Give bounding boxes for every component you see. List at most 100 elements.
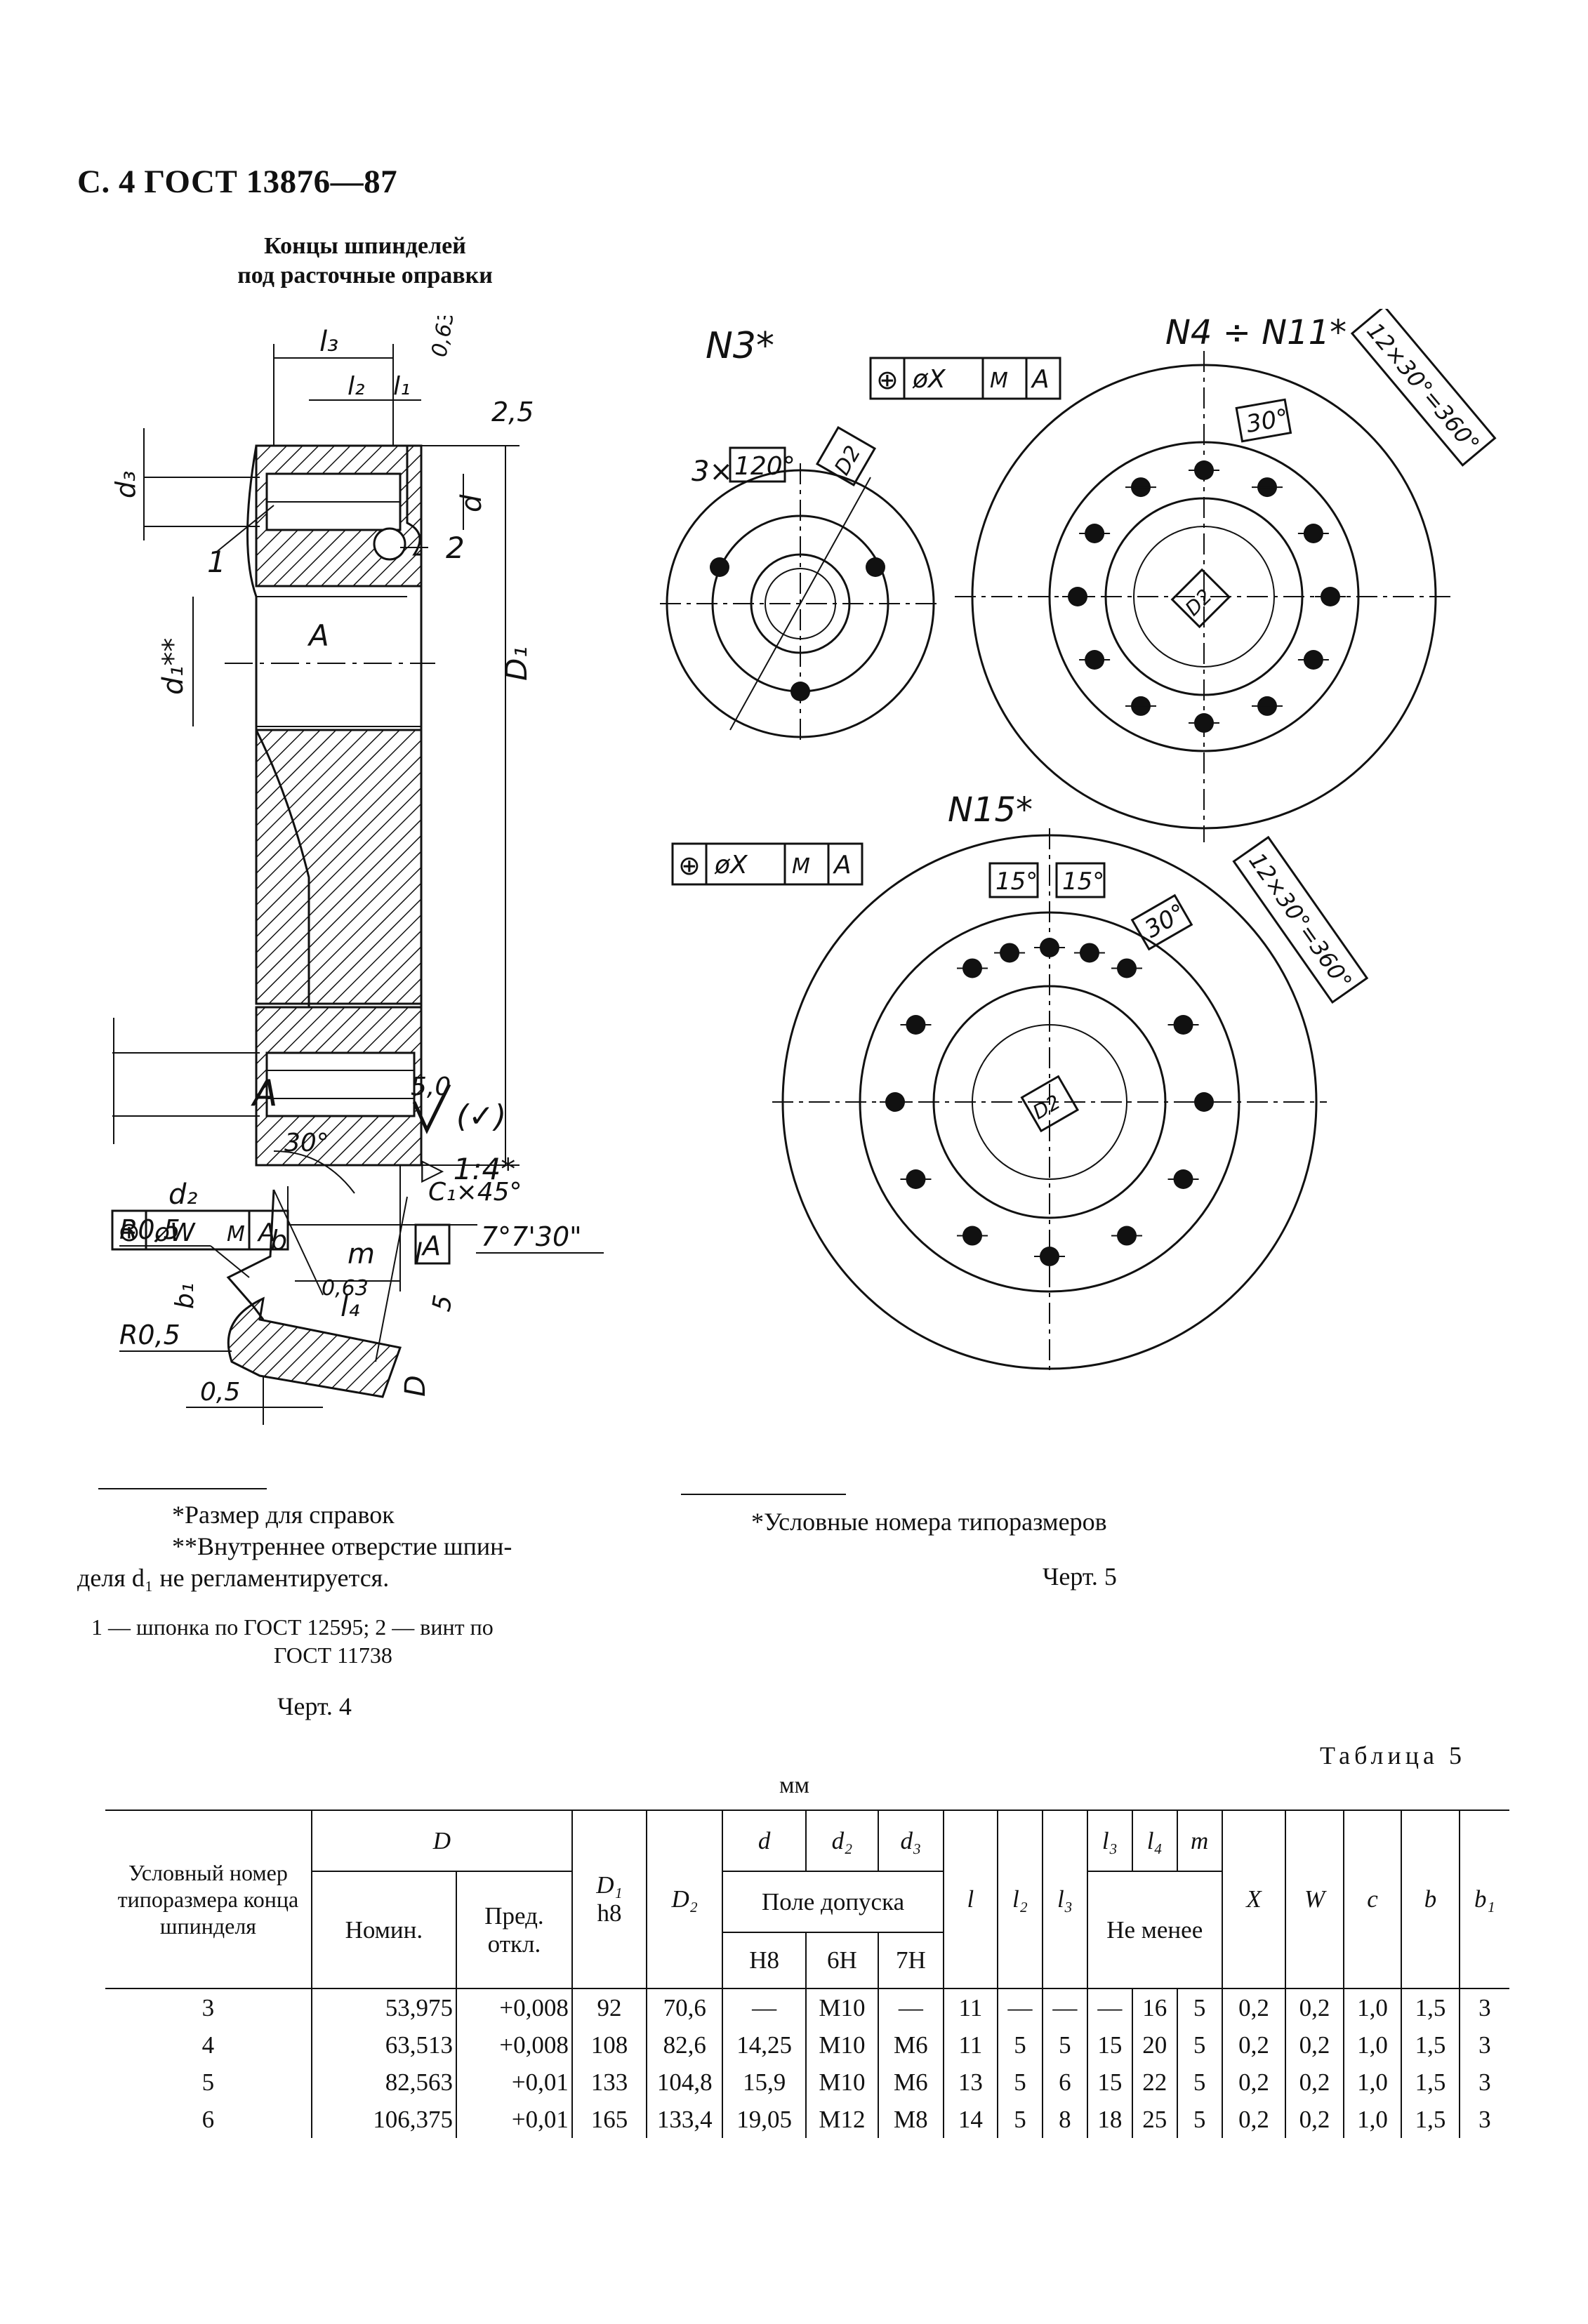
table-top-rule <box>105 1810 1509 1811</box>
table-cell: 11 <box>942 2026 998 2064</box>
radius-bottom: R0,5 <box>119 1320 180 1350</box>
table-cell: 1,0 <box>1342 2101 1402 2138</box>
fig4-legend-2: ГОСТ 11738 <box>274 1642 392 1668</box>
th-d3: d₃ <box>877 1811 944 1872</box>
table-cell: M10 <box>805 2064 878 2101</box>
label-c1: C₁×45° <box>428 1178 522 1207</box>
table-cell: +0,008 <box>455 1988 572 2026</box>
section-title-line2: под расточные оправки <box>237 263 493 288</box>
table-cell: 0,2 <box>1285 1988 1344 2026</box>
table-cell: 18 <box>1086 2101 1132 2138</box>
table-cell: M10 <box>805 2026 878 2064</box>
th-H8: H8 <box>722 1932 806 1989</box>
fig4-detail-A: A 5,0 (✓) 30° ▷ 1:4* R0,5 R0,5 b b₁ 0,63… <box>119 1073 604 1425</box>
th-notless: Не менее <box>1086 1871 1222 1989</box>
datum-A-box: A <box>421 1230 441 1261</box>
table-cell: 6 <box>1041 2064 1087 2101</box>
fig4-caption: Черт. 4 <box>277 1692 352 1720</box>
table-cell: 0,2 <box>1221 1988 1286 2026</box>
label-m: m <box>348 1238 375 1270</box>
taper-ratio: ▷ 1:4* <box>421 1152 515 1186</box>
label-N15: N15* <box>948 790 1033 830</box>
table-cell: 0,2 <box>1285 2101 1344 2138</box>
table-cell: 63,513 <box>310 2026 456 2064</box>
label-12x30-n4: 12×30°=360° <box>1361 318 1485 458</box>
radius-top: R0,5 <box>119 1214 180 1245</box>
label-l4: l₄ <box>340 1291 359 1323</box>
table-cell: — <box>722 1988 806 2026</box>
th-l: l <box>942 1811 998 1989</box>
label-30-n15: 30° <box>1140 898 1191 944</box>
n15-holes <box>880 938 1219 1266</box>
label-0-63-top: 0,63 <box>427 316 459 359</box>
th-D2: D₂ <box>646 1811 723 1989</box>
label-l1: l₁ <box>393 372 410 401</box>
th-num: Условный номер типоразмера конца шпиндел… <box>105 1811 312 1989</box>
n15-pattern <box>772 828 1327 1376</box>
fig5-caption: Черт. 5 <box>1043 1562 1117 1591</box>
table-cell: 5 <box>1176 2064 1222 2101</box>
label-N4-N11: N4 ÷ N11* <box>1165 313 1347 352</box>
table-cell: 3 <box>1458 2026 1509 2064</box>
table-cell: 165 <box>571 2101 647 2138</box>
label-d3: d₃ <box>110 471 141 498</box>
table-cell: 5 <box>997 2026 1043 2064</box>
table-cell: 133,4 <box>646 2101 723 2138</box>
th-tol: Пред. откл. <box>455 1871 572 1989</box>
th-b: b <box>1401 1811 1460 1989</box>
th-6H: 6H <box>805 1932 878 1989</box>
table-cell: — <box>997 1988 1043 2026</box>
label-d1: d₁** <box>157 638 190 695</box>
table-cell: 8 <box>1041 2101 1087 2138</box>
label-l3: l₃ <box>319 326 338 358</box>
table-cell: 5 <box>997 2064 1043 2101</box>
th-W: W <box>1285 1811 1344 1989</box>
table-cell: 108 <box>571 2026 647 2064</box>
table-cell: 4 <box>201 2031 215 2059</box>
label-N3: N3* <box>706 325 774 367</box>
angle-7-7-30: 7°7'30" <box>481 1221 582 1252</box>
th-7H: 7H <box>877 1932 944 1989</box>
label-b1: b₁ <box>171 1283 199 1309</box>
table-cell: 0,2 <box>1221 2064 1286 2101</box>
table-cell: M12 <box>805 2101 878 2138</box>
th-l3a: l₃ <box>1041 1811 1087 1989</box>
fig4-legend-1: 1 — шпонка по ГОСТ 12595; 2 — винт по <box>91 1614 494 1640</box>
th-l4: l₄ <box>1131 1811 1177 1872</box>
label-12x30-n15: 12×30°=360° <box>1243 848 1357 995</box>
label-3x: 3× <box>692 456 733 488</box>
table-cell: 11 <box>942 1988 998 2026</box>
th-c: c <box>1342 1811 1402 1989</box>
th-D: D <box>310 1811 572 1872</box>
table-cell: 0,2 <box>1221 2026 1286 2064</box>
table-cell: 15 <box>1086 2026 1132 2064</box>
tolerance-X-n15: øX <box>714 851 748 879</box>
table-cell: 0,2 <box>1221 2101 1286 2138</box>
th-D1: D₁ <box>596 1871 623 1899</box>
th-nom: Номин. <box>310 1871 456 1989</box>
label-d2: d₂ <box>168 1178 197 1211</box>
th-d: d <box>722 1811 806 1872</box>
n4-holes <box>1062 460 1346 733</box>
table-cell: 82,6 <box>646 2026 723 2064</box>
tolerance-M-n4: M <box>990 368 1008 393</box>
table-cell: 22 <box>1131 2064 1177 2101</box>
table-cell: 3 <box>1458 2101 1509 2138</box>
tolerance-value-W: øW <box>154 1219 196 1247</box>
table-cell: 6 <box>201 2105 215 2133</box>
table-cell: 106,375 <box>310 2101 456 2138</box>
section-title-line1: Концы шпинделей <box>264 233 466 259</box>
fig4-notes-rule <box>98 1488 267 1489</box>
table-cell: 14 <box>942 2101 998 2138</box>
label-2-5: 2,5 <box>491 397 534 427</box>
table-cell: 5 <box>1176 2026 1222 2064</box>
table-cell: 133 <box>571 2064 647 2101</box>
table-cell: — <box>1086 1988 1132 2026</box>
table-cell: 82,563 <box>310 2064 456 2101</box>
label-d: d <box>456 494 488 512</box>
fig4-note-2: **Внутреннее отверстие шпин- <box>172 1532 512 1560</box>
table-cell: 1,5 <box>1401 2101 1460 2138</box>
fig5-drawing: N3* 3× 120° D2 N4 ÷ N11* ⊕ øX M A 30° 12… <box>660 309 1497 1376</box>
